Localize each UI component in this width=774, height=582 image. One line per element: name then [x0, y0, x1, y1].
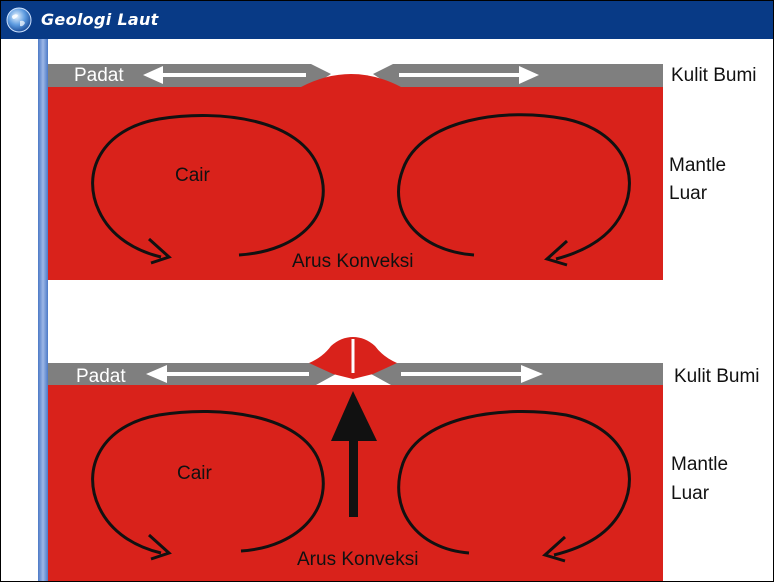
- label-solid: Padat: [74, 65, 124, 86]
- convection-loop-right: [397, 113, 631, 261]
- label-mantle: Mantle: [671, 454, 728, 475]
- arrow-head-left: [143, 66, 163, 84]
- magma-bulge: [301, 74, 401, 87]
- divergence-arrow-left: [146, 365, 309, 383]
- convection-loop-left: [91, 114, 325, 259]
- upwelling-arrow-head: [331, 391, 377, 441]
- convection-loop-right: [397, 410, 631, 557]
- label-solid: Padat: [76, 366, 126, 387]
- divergence-arrow-right: [399, 66, 539, 84]
- label-mantle: Mantle: [669, 155, 726, 176]
- divergence-arrow-right: [401, 365, 543, 383]
- upwelling-arrow-shaft: [349, 437, 358, 517]
- label-outer: Luar: [669, 183, 708, 204]
- convection-arrowhead-left: [147, 237, 172, 265]
- label-liquid: Cair: [177, 463, 213, 484]
- divergence-arrow-left: [143, 66, 306, 84]
- arrow-head-right: [519, 66, 539, 84]
- diagram-bottom: Padat Kulit Bumi Mantle Luar Cair Arus K…: [48, 337, 760, 581]
- label-liquid: Cair: [175, 165, 211, 186]
- label-earth-crust: Kulit Bumi: [671, 65, 757, 86]
- arrow-head-right: [521, 365, 543, 383]
- arrow-head-left: [146, 365, 167, 383]
- convection-arrowhead-right: [544, 239, 569, 267]
- convection-loop-left: [91, 409, 325, 555]
- globe-icon: [6, 7, 32, 33]
- upwelling-arrow: [331, 391, 377, 517]
- convection-arrowhead-left: [147, 533, 172, 561]
- label-convection-current: Arus Konveksi: [292, 251, 413, 272]
- label-earth-crust: Kulit Bumi: [674, 366, 760, 387]
- label-convection-current: Arus Konveksi: [297, 549, 418, 570]
- left-edge-bar: [38, 39, 48, 581]
- label-outer: Luar: [671, 483, 710, 504]
- window-title: Geologi Laut: [41, 10, 159, 29]
- title-bar: Geologi Laut: [1, 1, 773, 39]
- convection-arrowhead-right: [542, 535, 567, 563]
- diagram-top: Padat Kulit Bumi Mantle Luar Cair Arus K…: [48, 64, 757, 280]
